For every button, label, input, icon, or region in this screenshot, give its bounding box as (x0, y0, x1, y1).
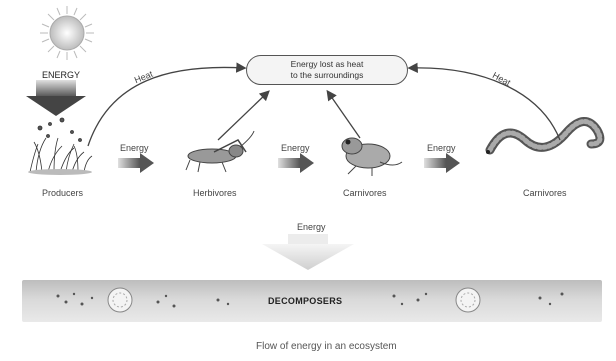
sun-energy-label: ENERGY (42, 70, 81, 80)
decomposers-band (22, 280, 602, 322)
organism-label-carnivores-1: Carnivores (343, 188, 387, 198)
sun-icon (40, 6, 94, 60)
heat-arrow-herbivore (217, 90, 270, 141)
heat-arrow-carnivore (326, 89, 361, 139)
energy-label-3: Energy (427, 143, 456, 153)
organism-label-carnivores-2: Carnivores (523, 188, 567, 198)
energy-label-1: Energy (120, 143, 149, 153)
decomposer-organisms-icon (56, 287, 564, 313)
producers-plants-icon (28, 117, 93, 175)
organism-label-producers: Producers (42, 188, 84, 198)
energy-arrow-3 (424, 153, 460, 173)
heat-arrow-left (87, 62, 247, 147)
energy-arrow-2 (278, 153, 314, 173)
sun-energy-arrow (26, 80, 86, 116)
energy-arrow-1 (118, 153, 154, 173)
heat-box-line-2: to the surroundings (290, 70, 364, 80)
heat-loss-box: Energy lost as heat to the surroundings (246, 55, 408, 85)
frog-icon (341, 137, 403, 176)
snake-icon (485, 117, 605, 155)
energy-label-2: Energy (281, 143, 310, 153)
heat-arrow-right (407, 62, 561, 141)
organism-label-herbivores: Herbivores (193, 188, 237, 198)
decomposers-label: DECOMPOSERS (268, 296, 343, 306)
figure-caption: Flow of energy in an ecosystem (256, 341, 397, 352)
energy-arrow-down (262, 234, 354, 270)
grasshopper-icon (185, 130, 255, 173)
energy-label-4: Energy (297, 222, 326, 232)
heat-box-line-1: Energy lost as heat (290, 59, 364, 69)
